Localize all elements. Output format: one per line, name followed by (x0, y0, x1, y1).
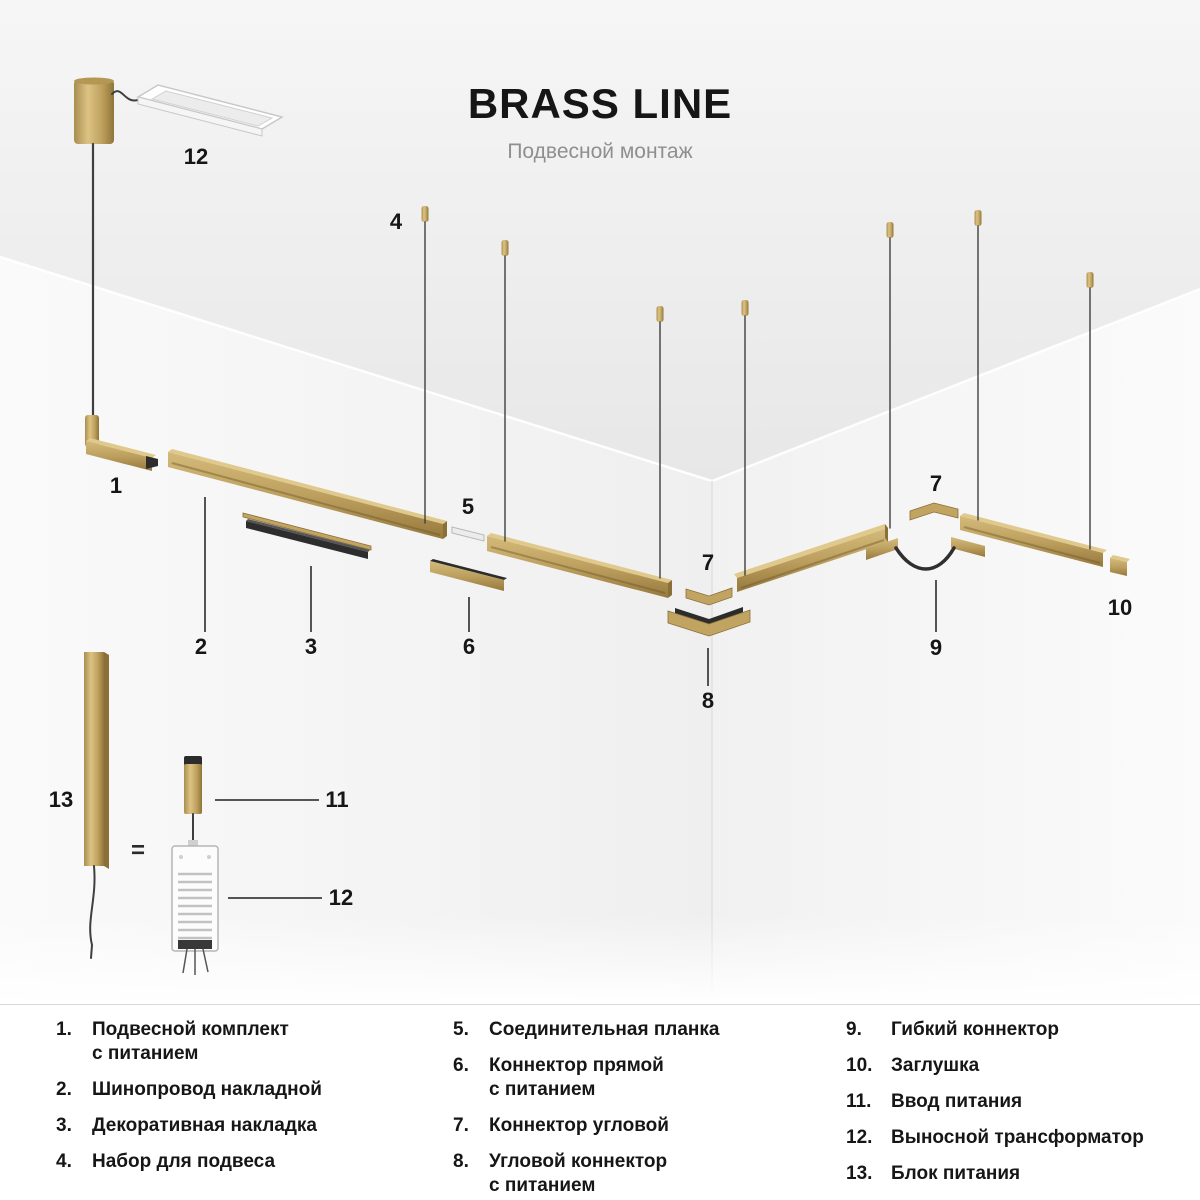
power-supply-block (84, 652, 109, 959)
legend-item-number: 13. (846, 1163, 873, 1184)
legend-column-1: 1. Подвесной комплект с питанием 2. Шино… (56, 1018, 322, 1174)
legend-item-2: 2. Шинопровод накладной (56, 1078, 322, 1102)
legend-item-number: 7. (453, 1115, 469, 1136)
corner-connector-right (909, 502, 959, 521)
suspension-cable (656, 306, 664, 579)
legend-item-1: 1. Подвесной комплект с питанием (56, 1018, 322, 1066)
suspension-cables (421, 206, 1094, 579)
legend: 1. Подвесной комплект с питанием 2. Шино… (0, 1018, 1200, 1200)
power-feed-track (85, 415, 158, 471)
connection-plate (451, 526, 485, 542)
surface-track-segment-3 (960, 513, 1107, 567)
legend-item-12: 12. Выносной трансформатор (846, 1126, 1144, 1150)
legend-item-label: Соединительная планка (489, 1019, 720, 1040)
ceiling-profile (136, 84, 284, 137)
straight-connector-power (430, 559, 507, 591)
suspension-cable (741, 300, 749, 576)
surface-track-segment-2 (487, 533, 672, 598)
legend-item-label: Заглушка (891, 1055, 980, 1076)
room-background (0, 0, 1200, 1005)
legend-item-label: Блок питания (891, 1163, 1021, 1184)
callout-3: 3 (304, 634, 318, 659)
suspension-cable (421, 206, 429, 524)
legend-item-8: 8. Угловой коннектор с питанием (453, 1150, 720, 1198)
legend-item-number: 3. (56, 1115, 72, 1136)
suspension-cable (501, 240, 509, 542)
page-title: BRASS LINE (467, 80, 733, 127)
decorative-cover (242, 512, 372, 559)
legend-divider (0, 1004, 1200, 1005)
legend-item-label: Коннектор угловой (489, 1115, 669, 1136)
legend-item-label: Подвесной комплект с питанием (92, 1019, 289, 1064)
surface-track-right-wall (734, 524, 888, 592)
legend-column-2: 5. Соединительная планка 6. Коннектор пр… (453, 1018, 720, 1198)
legend-item-number: 6. (453, 1055, 469, 1076)
leader-lines (204, 497, 937, 899)
callout-13: 13 (48, 787, 74, 812)
remote-transformer (171, 840, 219, 975)
legend-item-4: 4. Набор для подвеса (56, 1150, 322, 1174)
legend-column-3: 9. Гибкий коннектор 10. Заглушка 11. Вво… (846, 1018, 1144, 1186)
callout-7-mid: 7 (701, 550, 715, 575)
legend-item-number: 8. (453, 1151, 469, 1172)
callout-4: 4 (389, 209, 403, 234)
legend-item-number: 12. (846, 1127, 873, 1148)
callout-6: 6 (462, 634, 476, 659)
callout-10: 10 (1107, 595, 1133, 620)
legend-item-label: Декоративная накладка (92, 1115, 318, 1136)
page-subtitle: Подвесной монтаж (507, 140, 693, 163)
legend-item-label: Ввод питания (891, 1091, 1023, 1112)
callout-12-transformer: 12 (328, 885, 354, 910)
legend-item-number: 9. (846, 1019, 862, 1040)
equals-sign: = (130, 837, 146, 864)
suspension-cable (974, 210, 982, 521)
suspension-cable (886, 222, 894, 529)
callout-1: 1 (109, 473, 123, 498)
legend-item-number: 5. (453, 1019, 469, 1040)
legend-item-9: 9. Гибкий коннектор (846, 1018, 1144, 1042)
legend-item-5: 5. Соединительная планка (453, 1018, 720, 1042)
legend-item-number: 10. (846, 1055, 873, 1076)
callout-9: 9 (929, 635, 943, 660)
legend-item-label: Набор для подвеса (92, 1151, 276, 1172)
legend-item-label: Гибкий коннектор (891, 1019, 1060, 1040)
legend-item-7: 7. Коннектор угловой (453, 1114, 720, 1138)
callout-2: 2 (194, 634, 208, 659)
legend-item-number: 11. (846, 1091, 872, 1112)
legend-item-number: 1. (56, 1019, 72, 1040)
legend-item-13: 13. Блок питания (846, 1162, 1144, 1186)
surface-track-segment-1 (168, 449, 447, 539)
callout-8: 8 (701, 688, 715, 713)
suspension-cable (1086, 272, 1094, 550)
flexible-connector (866, 537, 985, 571)
corner-connector-mid (685, 587, 733, 606)
corner-connector-power (667, 607, 751, 637)
legend-item-6: 6. Коннектор прямой с питанием (453, 1054, 720, 1102)
callout-7-right: 7 (929, 471, 943, 496)
legend-item-label: Выносной трансформатор (891, 1127, 1144, 1148)
legend-item-3: 3. Декоративная накладка (56, 1114, 322, 1138)
legend-item-label: Коннектор прямой с питанием (489, 1055, 664, 1100)
callout-5: 5 (461, 494, 475, 519)
legend-item-label: Угловой коннектор с питанием (489, 1151, 668, 1196)
legend-item-number: 2. (56, 1079, 72, 1100)
pendant-canopy (74, 77, 139, 420)
legend-item-label: Шинопровод накладной (92, 1079, 322, 1100)
legend-item-10: 10. Заглушка (846, 1054, 1144, 1078)
legend-item-number: 4. (56, 1151, 72, 1172)
legend-item-11: 11. Ввод питания (846, 1090, 1144, 1114)
callout-11: 11 (325, 787, 349, 812)
callout-12-profile: 12 (183, 144, 209, 169)
end-cap (1110, 555, 1130, 576)
scene-illustration (0, 0, 1200, 1005)
